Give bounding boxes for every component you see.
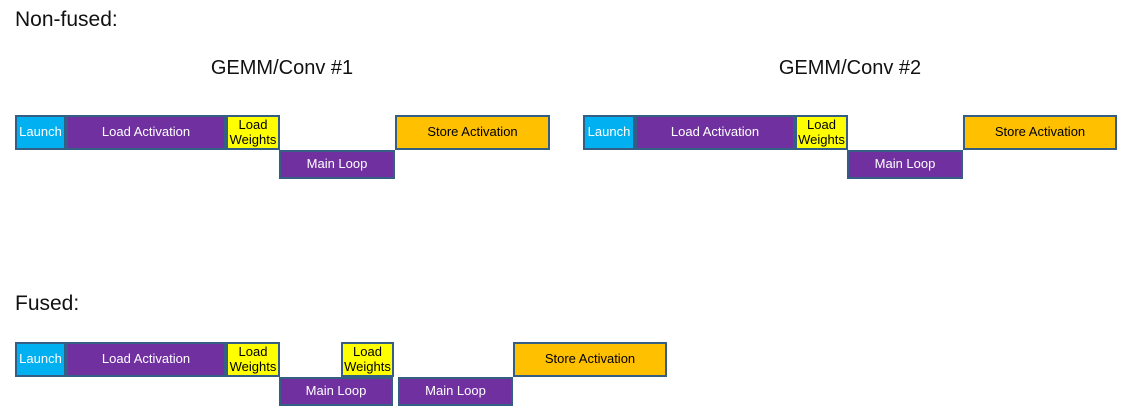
load-weights-block: Load Weights (341, 342, 394, 377)
store-activation-block: Store Activation (395, 115, 550, 150)
non-fused-section-label: Non-fused: (15, 8, 118, 31)
main-loop-block: Main Loop (847, 150, 963, 179)
load-weights-block: Load Weights (226, 115, 280, 150)
launch-block: Launch (15, 342, 66, 377)
main-loop-block: Main Loop (398, 377, 513, 406)
load-weights-block: Load Weights (795, 115, 848, 150)
load-weights-block: Load Weights (226, 342, 280, 377)
main-loop-block: Main Loop (279, 150, 395, 179)
launch-block: Launch (583, 115, 635, 150)
store-activation-block: Store Activation (963, 115, 1117, 150)
load-activation-block: Load Activation (66, 115, 226, 150)
fused-section-label: Fused: (15, 292, 80, 315)
load-activation-block: Load Activation (635, 115, 795, 150)
gemm-conv-2-title: GEMM/Conv #2 (778, 57, 922, 79)
gemm-conv-1-title: GEMM/Conv #1 (210, 57, 354, 79)
main-loop-block: Main Loop (279, 377, 393, 406)
load-activation-block: Load Activation (66, 342, 226, 377)
store-activation-block: Store Activation (513, 342, 667, 377)
launch-block: Launch (15, 115, 66, 150)
